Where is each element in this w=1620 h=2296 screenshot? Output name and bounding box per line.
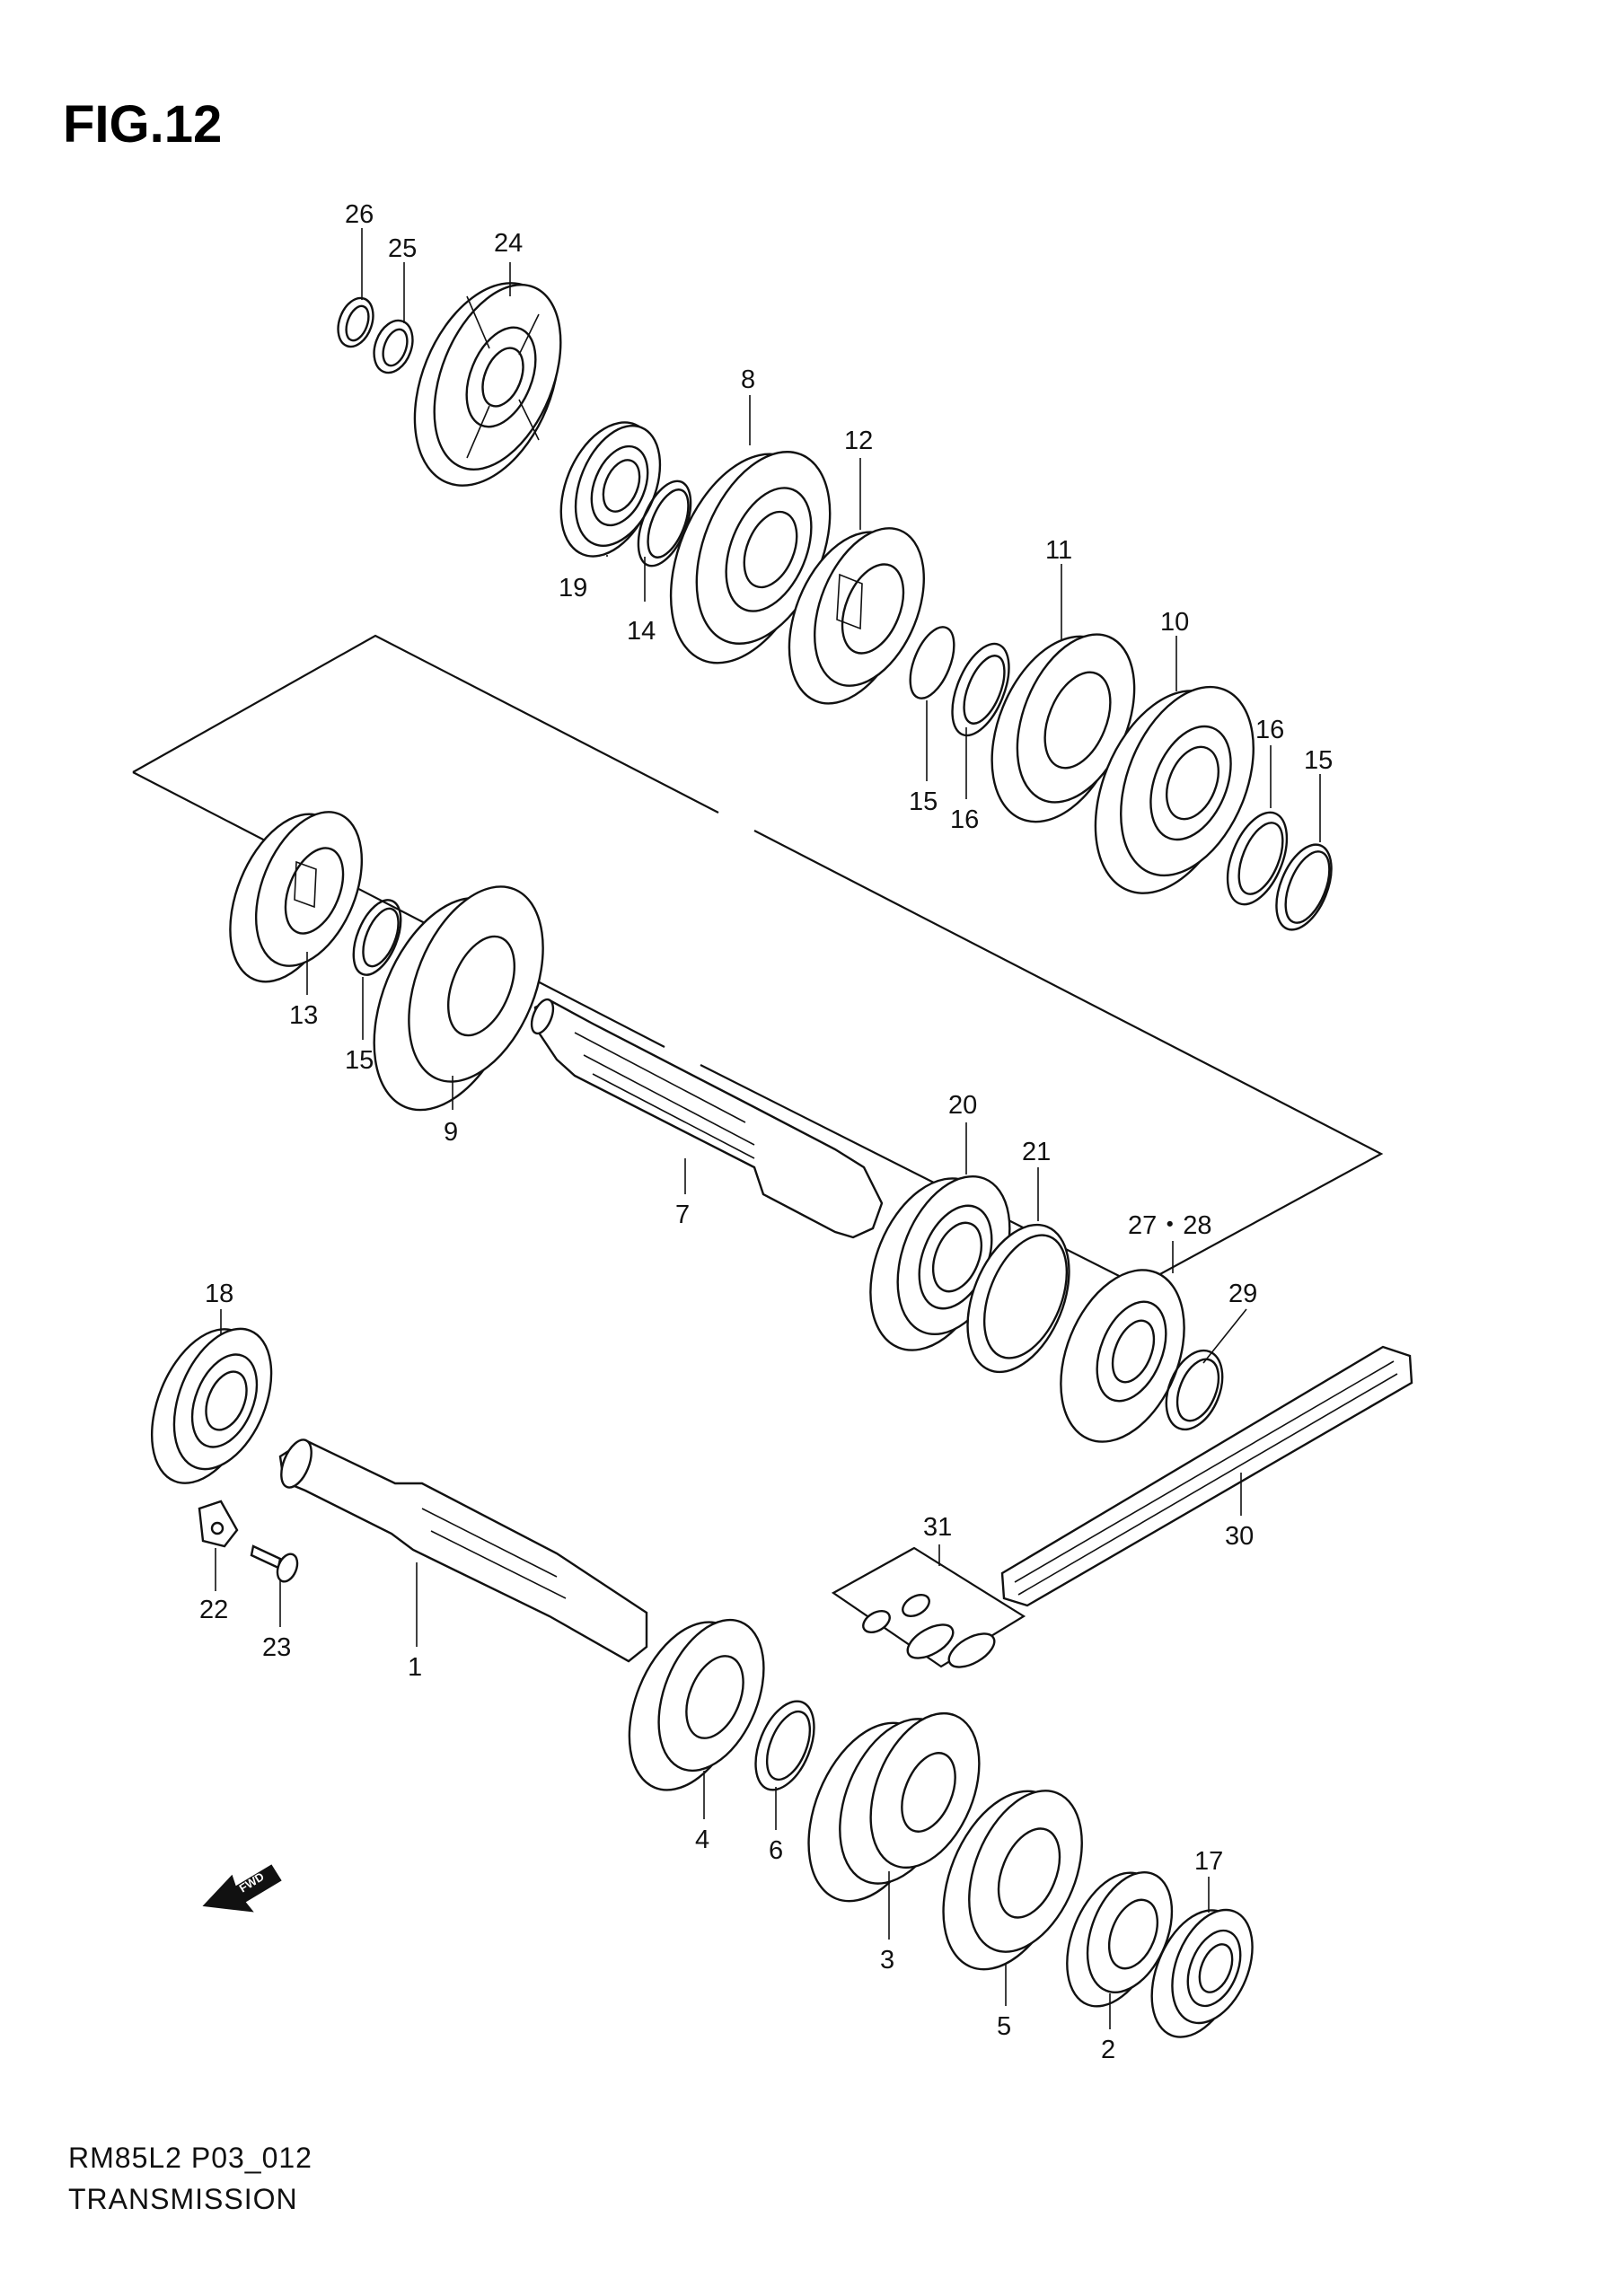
callout-22: 22 xyxy=(199,1596,228,1624)
callout-labels: 26 25 24 8 12 11 10 16 15 19 14 15 16 13… xyxy=(199,200,1333,2064)
callout-19: 19 xyxy=(559,574,587,603)
part-6-circlip xyxy=(754,1700,815,1791)
part-10-gear xyxy=(1094,685,1255,894)
part-26-circlip xyxy=(337,296,374,348)
figure-title: FIG.12 xyxy=(63,95,222,154)
leader-lines xyxy=(215,228,1321,2029)
callout-16b: 16 xyxy=(1255,716,1284,744)
part-9-gear xyxy=(373,885,544,1112)
part-23-screw xyxy=(250,1544,299,1583)
callout-26: 26 xyxy=(345,200,374,229)
part-30-drive-chain xyxy=(1000,1345,1413,1607)
part-29-circlip xyxy=(1165,1349,1224,1431)
model-code: RM85L2 P03_012 xyxy=(68,2142,313,2174)
part-7-countershaft xyxy=(530,998,884,1239)
callout-6: 6 xyxy=(769,1836,783,1865)
callout-18: 18 xyxy=(205,1280,233,1308)
fwd-direction-arrow: FWD xyxy=(202,1864,282,1913)
callout-31: 31 xyxy=(923,1513,952,1542)
part-8-gear xyxy=(669,451,832,664)
part-16-washer-lower xyxy=(1226,811,1289,906)
part-15-circlip-upper xyxy=(909,626,955,699)
callout-14: 14 xyxy=(627,617,656,646)
part-18-bearing xyxy=(150,1327,273,1484)
callout-1: 1 xyxy=(408,1653,422,1682)
part-17-bearing xyxy=(1150,1908,1254,2038)
part-3-gear xyxy=(807,1711,981,1903)
callout-12: 12 xyxy=(844,427,873,455)
callout-23: 23 xyxy=(262,1633,291,1662)
callout-30: 30 xyxy=(1225,1522,1254,1551)
callout-17: 17 xyxy=(1194,1847,1223,1876)
callout-9: 9 xyxy=(444,1118,458,1147)
callout-15a: 15 xyxy=(909,787,938,816)
callout-16a: 16 xyxy=(950,805,979,834)
callout-20: 20 xyxy=(948,1091,977,1120)
part-27-28-sprocket xyxy=(1060,1269,1185,1443)
section-name: TRANSMISSION xyxy=(68,2183,298,2215)
callout-10: 10 xyxy=(1160,608,1189,637)
part-25-washer xyxy=(373,319,414,374)
part-16-washer-upper xyxy=(951,642,1010,737)
callout-13: 13 xyxy=(289,1001,318,1030)
part-1-driveshaft xyxy=(278,1438,648,1663)
part-19-bearing xyxy=(559,421,662,558)
part-15-circlip-left xyxy=(352,899,402,976)
part-4-gear xyxy=(628,1618,765,1791)
callout-24: 24 xyxy=(494,229,523,258)
callout-15c: 15 xyxy=(1304,746,1333,775)
part-13-gear xyxy=(229,811,364,983)
callout-5: 5 xyxy=(997,2012,1011,2041)
part-15-circlip-right xyxy=(1275,843,1333,931)
part-2-gear xyxy=(1066,1871,1174,2008)
callout-8: 8 xyxy=(741,365,755,394)
part-31-chain-joint-kit xyxy=(831,1546,1026,1668)
part-21-oil-seal xyxy=(966,1223,1070,1374)
callout-7: 7 xyxy=(675,1201,690,1229)
callout-4: 4 xyxy=(695,1825,709,1854)
callout-3: 3 xyxy=(880,1946,894,1975)
callout-15b: 15 xyxy=(345,1046,374,1075)
callout-21: 21 xyxy=(1022,1138,1051,1166)
part-22-retainer xyxy=(198,1500,239,1548)
part-5-gear xyxy=(942,1790,1083,1971)
callout-11: 11 xyxy=(1045,536,1072,565)
callout-25: 25 xyxy=(388,234,417,263)
callout-29: 29 xyxy=(1228,1280,1257,1308)
callout-2: 2 xyxy=(1101,2036,1115,2064)
part-24-gear xyxy=(413,282,562,487)
callout-27-28: 27・28 xyxy=(1128,1211,1212,1240)
part-11-gear xyxy=(990,633,1136,823)
part-12-gear xyxy=(788,527,925,705)
